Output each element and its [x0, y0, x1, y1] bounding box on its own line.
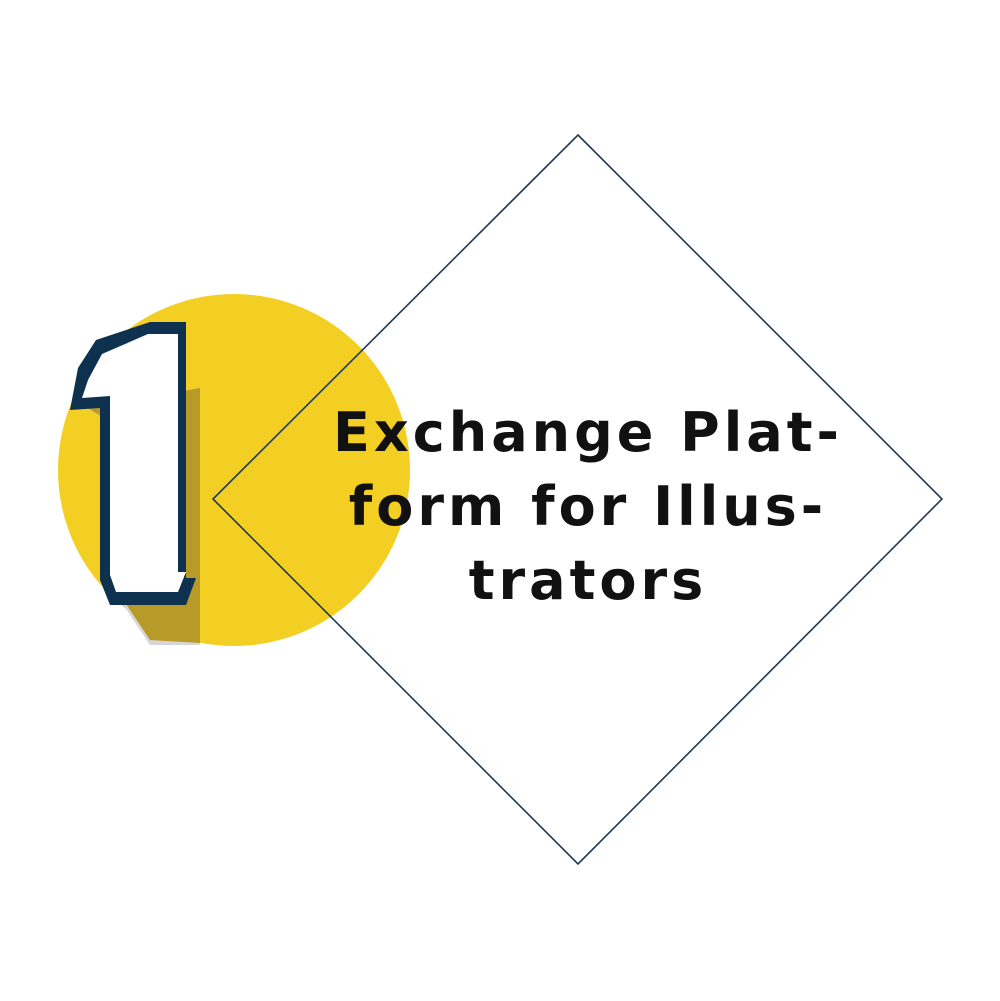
- diamond-outline: [211, 133, 944, 866]
- title-line-3: trators: [468, 549, 708, 612]
- number-one-face: [82, 334, 186, 592]
- title-line-2: form for Illus-: [348, 475, 828, 538]
- title-block: Exchange Plat- form for Illus- trators: [318, 396, 858, 618]
- title-line-1: Exchange Plat-: [333, 401, 843, 464]
